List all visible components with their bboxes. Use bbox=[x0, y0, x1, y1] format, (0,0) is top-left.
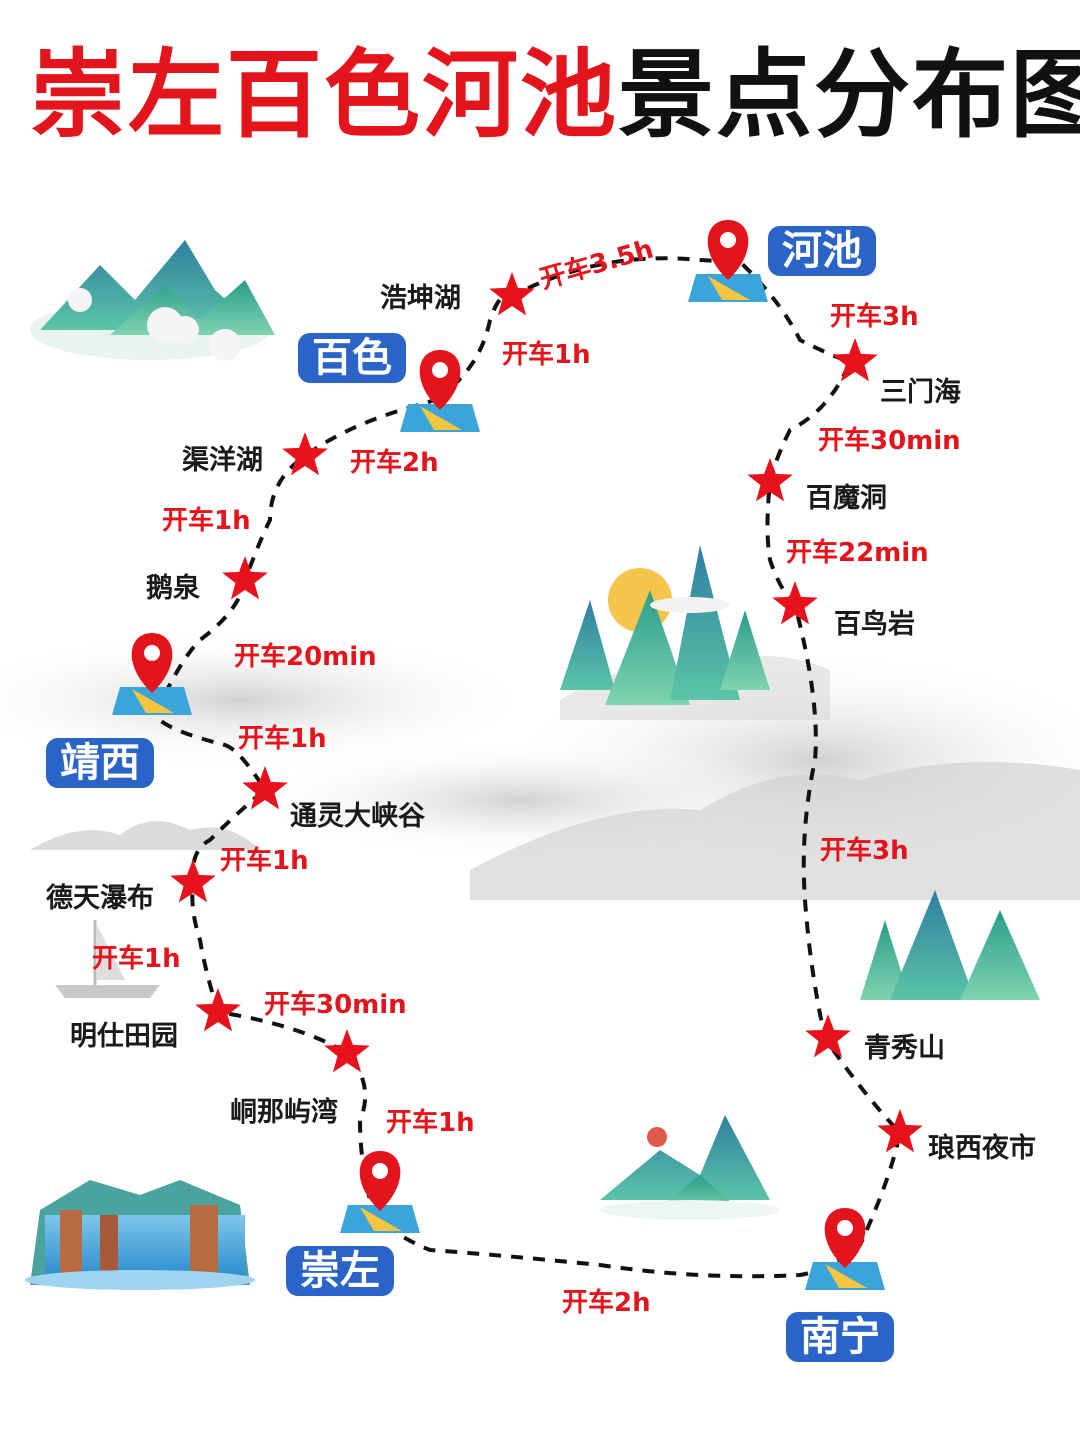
waterfall-illustration bbox=[25, 1180, 255, 1290]
drive-time-baimo-bainiao: 开车22min bbox=[786, 538, 929, 568]
drive-time-equan-quyang: 开车1h bbox=[162, 506, 251, 536]
peaks-illustration-right bbox=[860, 890, 1040, 1000]
map-pin-icon bbox=[400, 350, 480, 432]
city-label-chongzuo: 崇左 bbox=[286, 1246, 394, 1296]
drive-time-jingxi-tongling: 开车1h bbox=[238, 724, 327, 754]
page-title: 崇左百色河池景点分布图 bbox=[30, 39, 1080, 151]
spot-label-haokun-lake: 浩坤湖 bbox=[380, 283, 461, 314]
drive-time-mingshi-dongnayu: 开车30min bbox=[264, 990, 407, 1020]
spot-label-equan: 鹅泉 bbox=[146, 573, 200, 604]
drive-time-hechi-sanmenhai: 开车3h bbox=[830, 302, 919, 332]
spot-label-bainiao-rock: 百鸟岩 bbox=[834, 609, 915, 640]
spot-label-qingxiu-mountain: 青秀山 bbox=[864, 1033, 945, 1064]
spot-label-detian-waterfall: 德天瀑布 bbox=[46, 883, 154, 914]
mountain-illustration-topleft bbox=[30, 240, 275, 361]
star-icon bbox=[832, 338, 878, 382]
star-icon bbox=[489, 272, 535, 316]
sun-mountain-illustration bbox=[600, 1115, 780, 1220]
map-pin-icon bbox=[340, 1151, 420, 1233]
drive-time-bainiao-qingxiu: 开车3h bbox=[820, 836, 909, 866]
city-label-hechi: 河池 bbox=[768, 226, 876, 276]
star-icon bbox=[805, 1014, 851, 1058]
spot-label-baimo-cave: 百魔洞 bbox=[806, 483, 887, 514]
map-pin-icon bbox=[688, 220, 768, 302]
star-icon bbox=[222, 556, 268, 600]
drive-time-sanmenhai-baimo: 开车30min bbox=[818, 426, 961, 456]
city-label-nanning: 南宁 bbox=[786, 1312, 894, 1362]
spot-label-quyang-lake: 渠洋湖 bbox=[182, 445, 263, 476]
map-pin-icon bbox=[112, 633, 192, 715]
drive-time-baise-haokun: 开车1h bbox=[502, 340, 591, 370]
drive-time-dongnayu-chongzuo: 开车1h bbox=[386, 1108, 475, 1138]
scenic-spot-markers bbox=[170, 272, 923, 1153]
drive-time-chongzuo-nanning: 开车2h bbox=[562, 1288, 651, 1318]
drive-time-tongling-detian: 开车1h bbox=[220, 846, 309, 876]
drive-time-jingxi-equan: 开车20min bbox=[234, 642, 377, 672]
drive-time-quyang-baise: 开车2h bbox=[350, 448, 439, 478]
star-icon bbox=[282, 432, 328, 476]
drive-time-detian-mingshi: 开车1h bbox=[92, 944, 181, 974]
title-region: 崇左百色河池 bbox=[30, 39, 618, 151]
city-label-jingxi: 靖西 bbox=[46, 738, 154, 788]
city-label-baise: 百色 bbox=[298, 333, 406, 383]
star-icon bbox=[772, 581, 818, 625]
star-icon bbox=[324, 1029, 370, 1073]
sailboat-illustration bbox=[55, 920, 160, 998]
spot-label-mingshi-field: 明仕田园 bbox=[70, 1021, 178, 1052]
star-icon bbox=[195, 988, 241, 1032]
star-icon bbox=[747, 458, 793, 502]
star-icon bbox=[242, 766, 288, 810]
spot-label-dongnayu-bay: 峒那屿湾 bbox=[230, 1097, 338, 1128]
map-pin-icon bbox=[805, 1208, 885, 1290]
spot-label-tongling-canyon: 通灵大峡谷 bbox=[290, 801, 425, 832]
star-icon bbox=[170, 859, 216, 903]
spot-label-langxi-night-market: 琅西夜市 bbox=[928, 1133, 1036, 1164]
spot-label-sanmenhai: 三门海 bbox=[880, 377, 961, 408]
star-icon bbox=[877, 1109, 923, 1153]
moon-mountain-illustration bbox=[560, 545, 770, 705]
title-suffix: 景点分布图 bbox=[618, 39, 1080, 151]
